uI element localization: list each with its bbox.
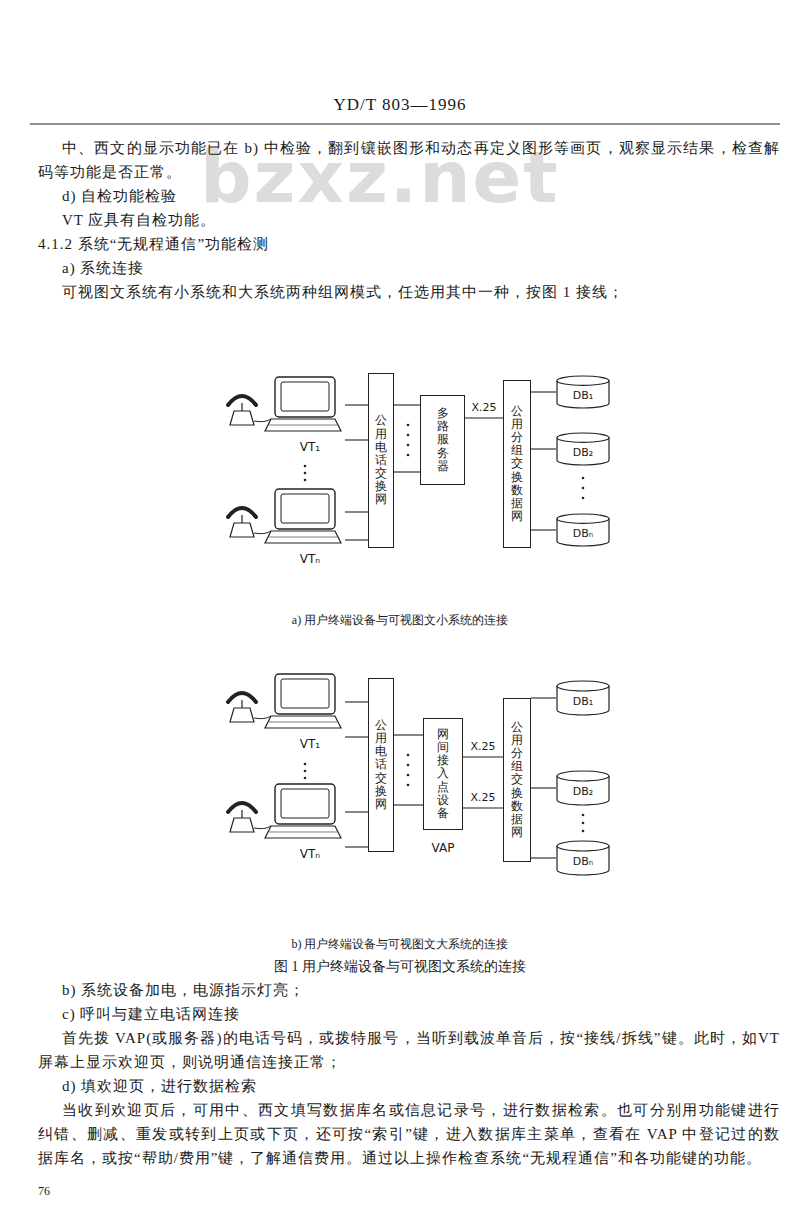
network-box: 公用电话交换网: [368, 678, 394, 852]
connector-line: [531, 697, 556, 698]
connector-line: [463, 807, 503, 808]
connector-line: [531, 787, 556, 788]
access-point-box: 网间接入点设备VAP: [423, 718, 463, 830]
database-label: DBₙ: [573, 527, 593, 540]
connector-line: [345, 701, 368, 702]
body-paragraph: d) 填欢迎页，进行数据检索: [38, 1074, 780, 1098]
database-cylinder: DB₂: [556, 770, 610, 806]
network-box: 公用分组交换数据网: [503, 698, 531, 862]
database-cylinder: DB₁: [556, 375, 610, 409]
body-paragraph: c) 呼叫与建立电话网连接: [38, 1002, 780, 1026]
connector-line: [345, 846, 368, 847]
page-header: YD/T 803—1996: [0, 95, 800, 115]
text-flow: 中、西文的显示功能已在 b) 中检验，翻到镶嵌图形和动态再定义图形等画页，观察显…: [38, 136, 780, 304]
vertical-label: 公用电话交换网: [375, 719, 387, 811]
terminal-label: VT₁: [280, 440, 340, 454]
network-box: 公用电话交换网: [368, 373, 394, 548]
connector-line: [394, 804, 423, 805]
network-box: 公用分组交换数据网: [503, 380, 531, 548]
connector-line: [345, 404, 368, 405]
body-paragraph: 当收到欢迎页后，可用中、西文填写数据库名或信息记录号，进行数据检索。也可分别用功…: [38, 1098, 780, 1170]
vertical-label: 公用分组交换数据网: [511, 405, 523, 524]
database-label: DBₙ: [573, 855, 593, 868]
terminal-illustration: [225, 782, 345, 868]
connector-line: [345, 539, 368, 540]
connector-line: [531, 529, 556, 530]
database-cylinder: DBₙ: [556, 513, 610, 547]
terminal-node: VTₙ: [225, 487, 345, 573]
connector-line: [345, 736, 368, 737]
vertical-label: 公用电话交换网: [375, 414, 387, 506]
body-paragraph: 可视图文系统有小系统和大系统两种组网模式，任选用其中一种，按图 1 接线；: [38, 280, 780, 304]
connector-line: [531, 857, 556, 858]
terminal-illustration: [225, 375, 345, 461]
connector-line: [394, 471, 420, 472]
connector-line: [531, 448, 556, 449]
terminal-illustration: [225, 487, 345, 573]
terminal-node: VT₁: [225, 375, 345, 461]
body-paragraph: 首先拨 VAP(或服务器)的电话号码，或拨特服号，当听到载波单音后，按“接线/拆…: [38, 1026, 780, 1074]
connector-line: [465, 417, 503, 418]
edge-label: X.25: [469, 740, 496, 753]
body-paragraph: VT 应具有自检功能。: [38, 208, 780, 232]
database-cylinder: DB₁: [556, 680, 610, 716]
terminal-illustration: [225, 672, 345, 758]
database-label: DB₁: [573, 389, 593, 402]
terminal-node: VT₁: [225, 672, 345, 758]
vertical-label: 网间接入点设备: [437, 728, 449, 820]
terminal-label: VT₁: [280, 737, 340, 751]
terminal-node: VTₙ: [225, 782, 345, 868]
figure-caption: 图 1 用户终端设备与可视图文系统的连接: [0, 958, 800, 976]
vertical-label: 公用分组交换数据网: [511, 721, 523, 840]
box-heading: VAP: [432, 841, 455, 855]
subfigure-caption: a) 用户终端设备与可视图文小系统的连接: [0, 612, 800, 629]
edge-label: X.25: [470, 401, 497, 414]
connector-line: [345, 439, 368, 440]
database-label: DB₂: [573, 446, 593, 459]
network-box: 多路服务器: [420, 395, 465, 485]
connector-line: [345, 811, 368, 812]
connector-line: [531, 391, 556, 392]
connector-line: [345, 511, 368, 512]
terminal-label: VTₙ: [280, 847, 340, 861]
page-number: 76: [38, 1184, 98, 1199]
body-paragraph: 中、西文的显示功能已在 b) 中检验，翻到镶嵌图形和动态再定义图形等画页，观察显…: [38, 136, 780, 184]
body-paragraph: a) 系统连接: [38, 256, 780, 280]
text-flow: b) 系统设备加电，电源指示灯亮；c) 呼叫与建立电话网连接首先拨 VAP(或服…: [38, 978, 780, 1170]
body-paragraph: b) 系统设备加电，电源指示灯亮；: [38, 978, 780, 1002]
terminal-label: VTₙ: [280, 552, 340, 566]
connector-line: [394, 404, 420, 405]
database-label: DB₂: [573, 785, 593, 798]
body-paragraph: 4.1.2 系统“无规程通信”功能检测: [38, 232, 780, 256]
vertical-label: 多路服务器: [437, 407, 449, 473]
connector-line: [394, 734, 423, 735]
edge-label: X.25: [469, 791, 496, 804]
subfigure-caption: b) 用户终端设备与可视图文大系统的连接: [0, 936, 800, 953]
connector-line: [463, 756, 503, 757]
database-cylinder: DB₂: [556, 432, 610, 466]
body-paragraph: d) 自检功能检验: [38, 184, 780, 208]
database-label: DB₁: [573, 695, 593, 708]
database-cylinder: DBₙ: [556, 840, 610, 876]
header-rule: [30, 124, 780, 125]
